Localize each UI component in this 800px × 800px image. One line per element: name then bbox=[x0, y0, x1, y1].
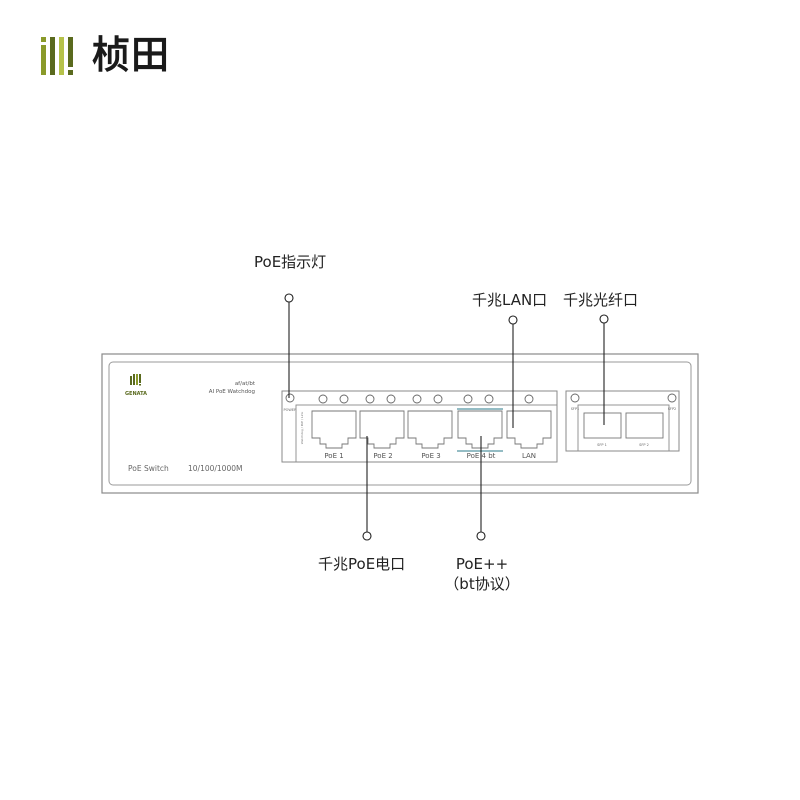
device-brand-en: GENATA bbox=[125, 391, 147, 397]
sfp-led-2-icon bbox=[667, 393, 677, 403]
port-led-1b bbox=[339, 394, 349, 404]
callout-poe-plus: PoE++ （bt协议） bbox=[440, 554, 524, 594]
marker-lan bbox=[508, 315, 518, 325]
marker-fiber bbox=[599, 314, 609, 324]
model-line-1: af/at/bt bbox=[235, 381, 256, 387]
port-led-2b bbox=[386, 394, 396, 404]
marker-poe-indicator bbox=[284, 293, 294, 303]
device-logo-icon bbox=[130, 374, 141, 386]
port-led-2a bbox=[365, 394, 375, 404]
sfp-port-label-2: SFP 2 bbox=[639, 443, 649, 447]
callout-gigabit-poe: 千兆PoE电口 bbox=[318, 555, 406, 573]
port-label-1: PoE 1 bbox=[324, 452, 343, 460]
port-led-4b bbox=[484, 394, 494, 404]
model-line-2: AI PoE Watchdog bbox=[209, 389, 255, 395]
callout-gigabit-lan: 千兆LAN口 bbox=[472, 291, 548, 309]
logo-bars-icon bbox=[41, 37, 73, 75]
port-label-lan: LAN bbox=[522, 452, 536, 460]
callout-lines bbox=[284, 293, 609, 541]
port-led-4a bbox=[463, 394, 473, 404]
rj45-port-4 bbox=[457, 410, 503, 449]
marker-poe-port bbox=[362, 531, 372, 541]
sfp-led-1-icon bbox=[570, 393, 580, 403]
switch-chassis-outer bbox=[101, 353, 699, 494]
rj45-port-3 bbox=[407, 410, 453, 449]
port-led-lan bbox=[524, 394, 534, 404]
speed-label: 10/100/1000M bbox=[188, 464, 242, 473]
port-led-3b bbox=[433, 394, 443, 404]
callout-gigabit-fiber: 千兆光纤口 bbox=[563, 291, 639, 309]
sfp-port-label-1: SFP 1 bbox=[597, 443, 607, 447]
callout-poe-plus-line2: （bt协议） bbox=[444, 575, 520, 593]
brand-name: 桢田 bbox=[92, 33, 171, 77]
sfp-led-label-2: SFP2 bbox=[668, 407, 677, 411]
marker-bt bbox=[476, 531, 486, 541]
port-led-1a bbox=[318, 394, 328, 404]
sfp-inner-frame bbox=[577, 404, 670, 452]
port-led-3a bbox=[412, 394, 422, 404]
port-label-3: PoE 3 bbox=[421, 452, 440, 460]
port-leds bbox=[318, 394, 534, 404]
rj45-port-lan bbox=[506, 410, 552, 449]
rj45-port-2 bbox=[359, 410, 405, 449]
sfp-led-label-1: SFP1 bbox=[571, 407, 580, 411]
power-label: POWER bbox=[284, 408, 298, 412]
callout-poe-plus-line1: PoE++ bbox=[455, 555, 509, 573]
side-led-label: Watchdog / PoE / Link bbox=[300, 412, 304, 445]
product-label: PoE Switch bbox=[128, 464, 169, 473]
sfp-panel bbox=[565, 390, 680, 452]
power-led-icon bbox=[285, 393, 295, 403]
sfp-port-1 bbox=[583, 412, 622, 439]
port-label-2: PoE 2 bbox=[373, 452, 392, 460]
brand-logo: 桢田 bbox=[40, 33, 190, 80]
callout-poe-indicator: PoE指示灯 bbox=[254, 253, 327, 271]
sfp-port-2 bbox=[625, 412, 664, 439]
rj45-port-1 bbox=[311, 410, 357, 449]
switch-front-panel bbox=[108, 361, 692, 486]
port-inner-frame bbox=[295, 404, 558, 463]
